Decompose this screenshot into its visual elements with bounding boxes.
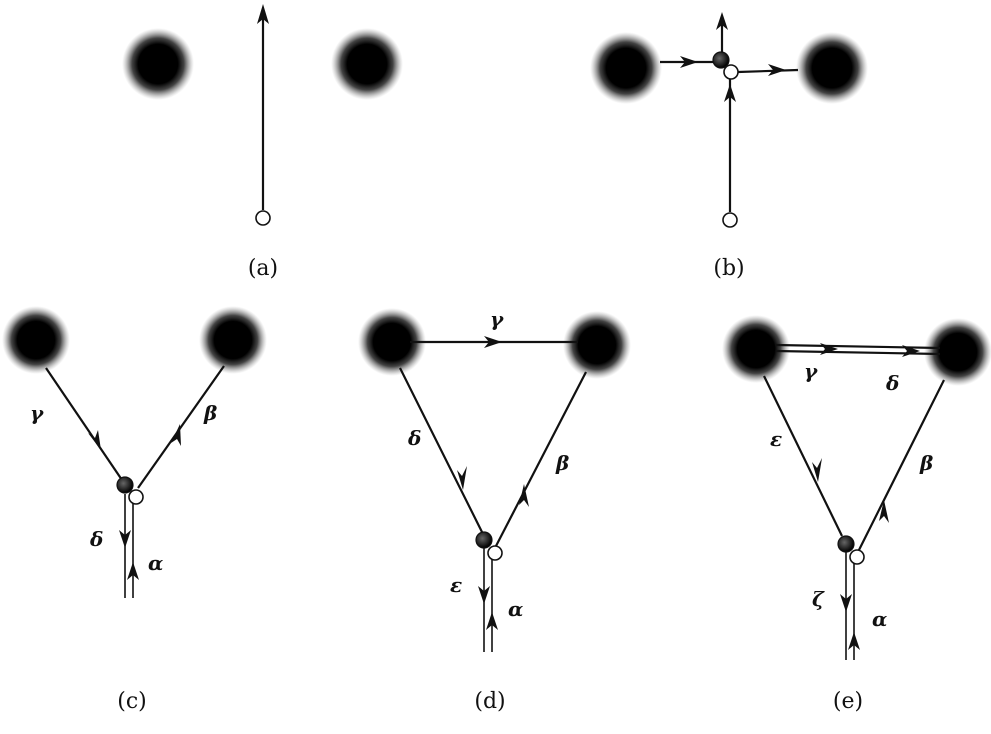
greek-up-right: α bbox=[148, 551, 163, 575]
atom-right bbox=[924, 318, 991, 386]
panel-a: (a) bbox=[122, 4, 403, 281]
panel-d: γ δ β ε α (d) bbox=[358, 307, 631, 714]
arrowhead-down bbox=[812, 458, 822, 482]
atom-left bbox=[590, 32, 662, 104]
arrowhead-right bbox=[902, 345, 920, 357]
greek-top-left: γ bbox=[804, 359, 818, 383]
path-left-diag bbox=[399, 367, 483, 533]
panel-label-d: (d) bbox=[474, 689, 505, 714]
path-right-diag bbox=[495, 371, 587, 547]
greek-up-right: α bbox=[508, 597, 523, 621]
path-top-upper bbox=[775, 343, 941, 350]
atom-right bbox=[563, 311, 631, 379]
arrowhead-up bbox=[171, 424, 181, 446]
greek-left-diag: ε bbox=[770, 427, 782, 451]
dark-particle bbox=[116, 476, 134, 494]
open-particle bbox=[487, 545, 503, 561]
open-particle bbox=[722, 212, 738, 228]
greek-down-left: ζ bbox=[812, 587, 825, 611]
open-particle bbox=[849, 549, 865, 565]
arrowhead-up bbox=[724, 84, 736, 102]
arrowhead-right bbox=[820, 343, 838, 355]
greek-left-diag: δ bbox=[407, 426, 421, 450]
arrowhead-up bbox=[257, 4, 269, 24]
panel-e: γ δ ε β ζ α (e) bbox=[722, 315, 991, 714]
arrowhead-down bbox=[457, 466, 467, 490]
atom-left bbox=[358, 308, 426, 376]
open-particle bbox=[128, 489, 144, 505]
greek-down-left: ε bbox=[450, 573, 462, 597]
open-particle bbox=[723, 64, 739, 80]
atom-right bbox=[199, 306, 267, 374]
atom-left bbox=[722, 315, 790, 383]
atom-left bbox=[122, 28, 194, 100]
arrowhead-down bbox=[478, 586, 490, 604]
panel-c: γ β δ α (c) bbox=[2, 306, 267, 714]
arrowhead-up bbox=[879, 500, 889, 523]
arrowhead-right bbox=[768, 64, 786, 76]
arrowhead-up bbox=[848, 632, 860, 650]
panel-label-a: (a) bbox=[248, 256, 278, 281]
greek-down-left: δ bbox=[89, 527, 103, 551]
panel-label-b: (b) bbox=[713, 256, 744, 281]
path-right-diag bbox=[137, 365, 225, 489]
arrowhead-up bbox=[486, 612, 498, 630]
greek-left-diag: γ bbox=[30, 401, 44, 425]
path-top-lower bbox=[775, 349, 941, 356]
arrowhead-up bbox=[519, 484, 529, 507]
atom-right bbox=[796, 32, 868, 104]
arrowhead-right bbox=[680, 56, 698, 68]
path-right-diag bbox=[857, 379, 945, 553]
arrowhead-down bbox=[840, 594, 852, 612]
atom-right bbox=[331, 28, 403, 100]
panel-label-c: (c) bbox=[117, 689, 147, 714]
panel-b: (b) bbox=[590, 12, 868, 281]
arrowhead-down bbox=[88, 430, 101, 450]
greek-top-right: δ bbox=[885, 371, 899, 395]
greek-right-diag: β bbox=[919, 451, 933, 475]
arrowhead-up bbox=[127, 562, 139, 580]
panel-label-e: (e) bbox=[833, 689, 863, 714]
arrowhead-right bbox=[484, 336, 502, 348]
dark-particle bbox=[837, 535, 855, 553]
path-center-to-right bbox=[737, 68, 799, 74]
greek-top: γ bbox=[490, 307, 504, 331]
atom-left bbox=[2, 306, 70, 374]
open-particle bbox=[255, 210, 271, 226]
path-left-diag bbox=[763, 375, 843, 537]
dark-particle bbox=[475, 531, 493, 549]
path-left-diag bbox=[45, 367, 123, 481]
arrowhead-down bbox=[119, 530, 131, 548]
greek-up-right: α bbox=[872, 607, 887, 631]
dark-particle bbox=[712, 51, 730, 69]
greek-right-diag: β bbox=[555, 451, 569, 475]
arrowhead-up bbox=[716, 12, 728, 30]
greek-right-diag: β bbox=[203, 401, 217, 425]
